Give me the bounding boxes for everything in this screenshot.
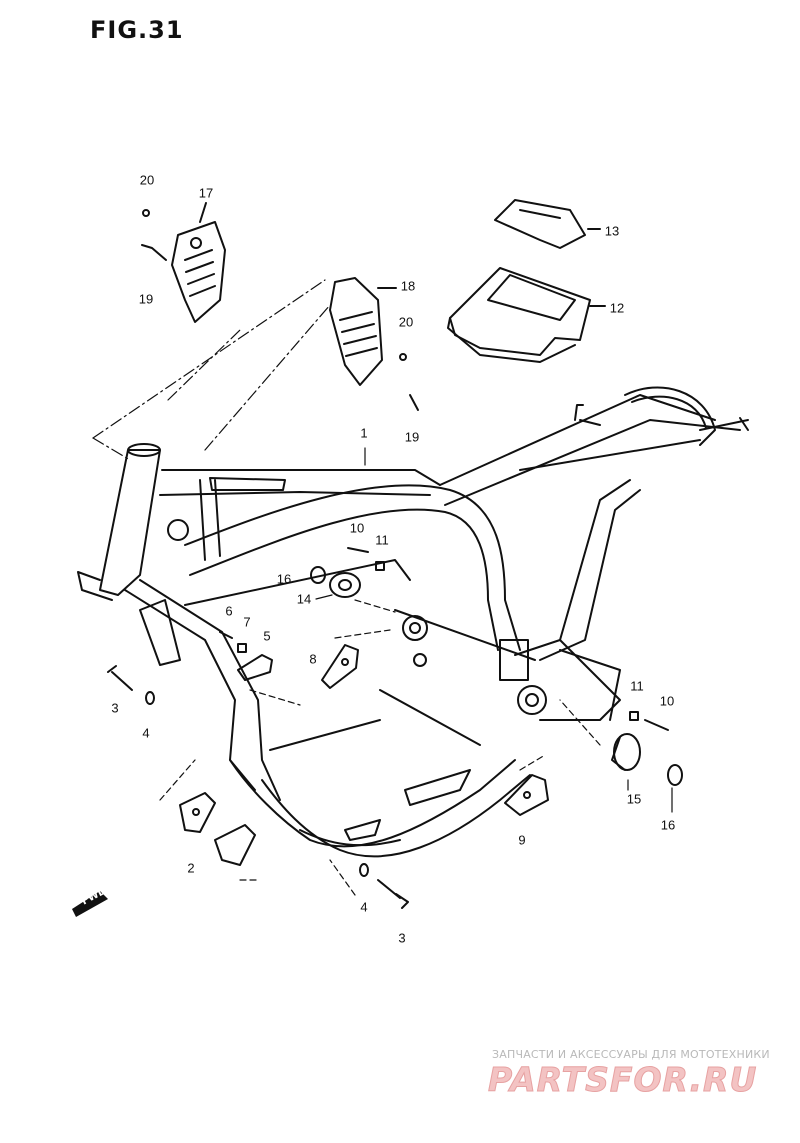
part-callout-c3a: 3 bbox=[111, 700, 119, 716]
part-callout-c10a: 10 bbox=[349, 520, 365, 536]
part-callout-c20a: 20 bbox=[139, 172, 155, 188]
part-callout-c17: 17 bbox=[198, 185, 214, 201]
part-callout-c11b: 11 bbox=[630, 678, 644, 694]
leader-lines bbox=[92, 279, 673, 896]
part-callout-c18: 18 bbox=[400, 278, 416, 294]
part-callout-c16a: 16 bbox=[276, 571, 292, 587]
part-callout-c3b: 3 bbox=[398, 930, 406, 946]
part-callout-c9: 9 bbox=[518, 832, 526, 848]
part-callout-c14: 14 bbox=[296, 591, 312, 607]
battery-tray-part-12 bbox=[447, 267, 606, 363]
main-frame bbox=[77, 386, 749, 858]
part-callout-c16b: 16 bbox=[660, 817, 676, 833]
side-cover-part-17 bbox=[171, 202, 226, 323]
watermark-caption: ЗАПЧАСТИ И АКСЕССУАРЫ ДЛЯ МОТОТЕХНИКИ bbox=[492, 1048, 770, 1061]
side-cover-part-18 bbox=[329, 277, 397, 386]
figure-title: FIG.31 bbox=[90, 16, 184, 44]
watermark-logo: PARTSFOR.RU bbox=[487, 1060, 758, 1100]
part-callout-c8: 8 bbox=[309, 651, 317, 667]
part-callout-c15: 15 bbox=[626, 791, 642, 807]
battery-pad-part-13 bbox=[494, 199, 601, 249]
part-callout-c10b: 10 bbox=[659, 693, 675, 709]
part-callout-c20b: 20 bbox=[398, 314, 414, 330]
part-callout-c4b: 4 bbox=[360, 899, 368, 915]
part-callout-c2: 2 bbox=[187, 860, 195, 876]
hardware-parts bbox=[107, 209, 683, 909]
part-callout-c7: 7 bbox=[243, 614, 251, 630]
part-callout-c5: 5 bbox=[263, 628, 271, 644]
part-callout-c19a: 19 bbox=[138, 291, 154, 307]
part-callout-c4a: 4 bbox=[142, 725, 150, 741]
forward-direction-icon: FWD bbox=[70, 885, 110, 929]
part-callout-c1: 1 bbox=[360, 425, 368, 441]
part-callout-c6: 6 bbox=[225, 603, 233, 619]
part-callout-c13: 13 bbox=[604, 223, 620, 239]
part-callout-c11a: 11 bbox=[375, 532, 389, 548]
part-callout-c19b: 19 bbox=[404, 429, 420, 445]
part-callout-c12: 12 bbox=[609, 300, 625, 316]
